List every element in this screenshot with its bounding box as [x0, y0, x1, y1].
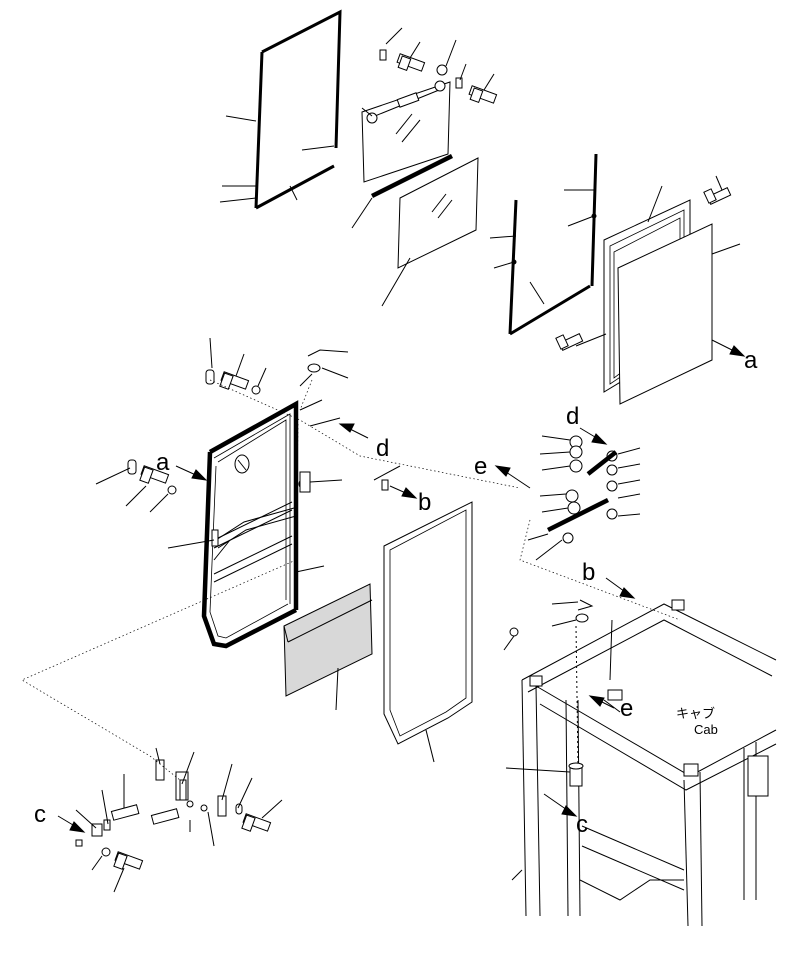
cab-label-japanese: キャブ — [676, 706, 715, 721]
cab-frame: キャブ Cab — [503, 577, 777, 927]
upper-right-window-group — [489, 153, 746, 405]
assembly-path-lines — [21, 379, 681, 781]
ref-label-c-cab: c — [576, 811, 588, 838]
ref-label-a-right: a — [744, 347, 758, 374]
ref-label-b-cab: b — [582, 559, 595, 586]
ref-label-a-door: a — [156, 449, 170, 476]
reference-labels: a a d d e b b e c c — [34, 347, 758, 838]
lower-hinge-group — [57, 747, 283, 893]
hinge-hardware-group — [494, 427, 641, 561]
ref-label-c-hinge: c — [34, 801, 46, 828]
upper-glass-seal-group — [219, 9, 498, 307]
ref-label-e-cab: e — [620, 695, 633, 722]
ref-label-b-door: b — [418, 489, 431, 516]
cab-label-english: Cab — [694, 722, 718, 737]
door-glass-panels — [283, 501, 473, 763]
ref-label-e-hinge: e — [474, 453, 487, 480]
ref-label-d-door: d — [376, 435, 389, 462]
ref-label-d-hinge: d — [566, 403, 579, 430]
